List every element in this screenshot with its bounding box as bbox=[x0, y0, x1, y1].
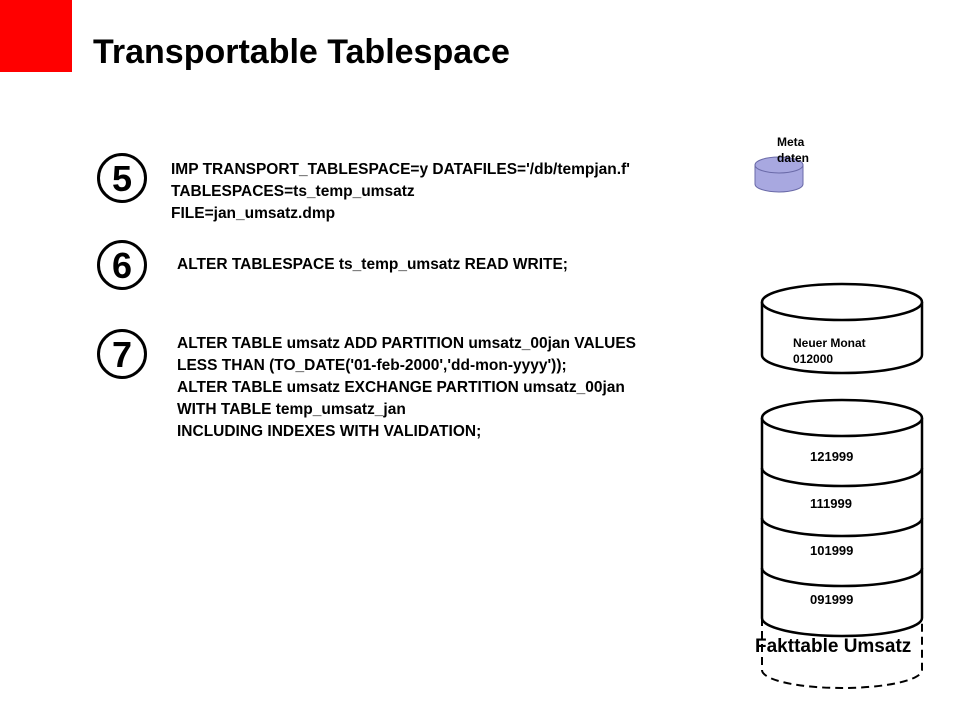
step-5-command: IMP TRANSPORT_TABLESPACE=y DATAFILES='/d… bbox=[171, 159, 630, 225]
new-month-label: Neuer Monat 012000 bbox=[793, 336, 866, 366]
step-6-command: ALTER TABLESPACE ts_temp_umsatz READ WRI… bbox=[177, 254, 568, 276]
code-line: TABLESPACES=ts_temp_umsatz bbox=[171, 183, 415, 200]
code-line: ALTER TABLE umsatz ADD PARTITION umsatz_… bbox=[177, 335, 637, 352]
code-line: IMP TRANSPORT_TABLESPACE=y DATAFILES='/d… bbox=[171, 161, 630, 178]
slide-title: Transportable Tablespace bbox=[93, 33, 510, 71]
code-line: WITH TABLE temp_umsatz_jan bbox=[177, 401, 406, 418]
code-line: INCLUDING INDEXES WITH VALIDATION; bbox=[177, 423, 482, 440]
step-6-circle: 6 bbox=[97, 240, 147, 290]
metadata-cylinder-icon bbox=[754, 156, 804, 193]
partition-label: 091999 bbox=[810, 592, 854, 607]
step-5-circle: 5 bbox=[97, 153, 147, 203]
code-line: ALTER TABLE umsatz EXCHANGE PARTITION um… bbox=[177, 379, 625, 396]
code-line: FILE=jan_umsatz.dmp bbox=[171, 205, 336, 222]
metadata-label: Meta daten bbox=[777, 135, 810, 165]
partition-label: 101999 bbox=[810, 543, 854, 558]
code-line: ALTER TABLESPACE ts_temp_umsatz READ WRI… bbox=[177, 256, 568, 273]
partition-label: 111999 bbox=[810, 496, 852, 511]
step-7-circle: 7 bbox=[97, 329, 147, 379]
step-7-command: ALTER TABLE umsatz ADD PARTITION umsatz_… bbox=[177, 333, 636, 443]
fact-table-name: Fakttable Umsatz bbox=[755, 636, 912, 657]
brand-red-block bbox=[0, 0, 72, 72]
code-line: LESS THAN (TO_DATE('01-feb-2000','dd-mon… bbox=[177, 357, 567, 374]
new-month-cylinder bbox=[760, 282, 924, 375]
partition-label: 121999 bbox=[810, 449, 854, 464]
fact-table-cylinder bbox=[760, 398, 924, 689]
